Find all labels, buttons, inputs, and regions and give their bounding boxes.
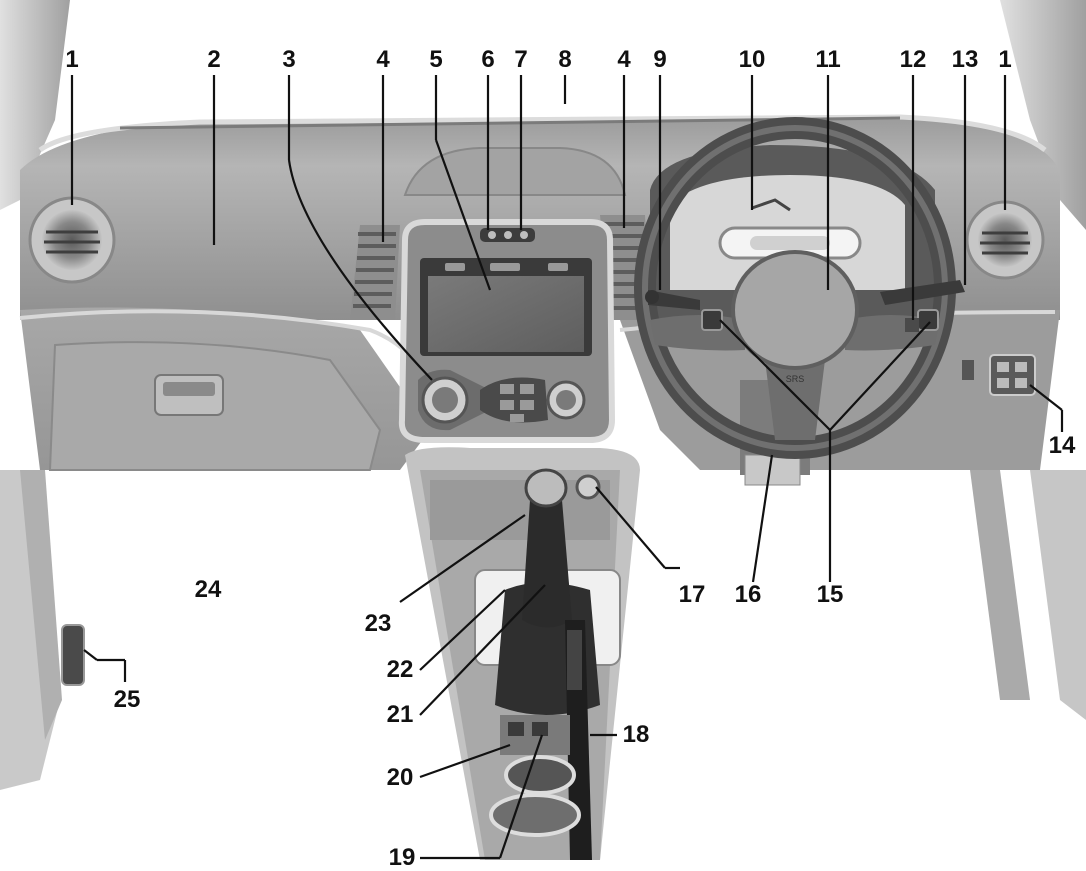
callout-3: 3 (282, 46, 296, 73)
callout-15: 15 (816, 581, 844, 608)
air-vent-icon (965, 200, 1045, 280)
climate-controls (418, 369, 586, 431)
right-a-pillar (1000, 0, 1086, 230)
callout-11: 11 (815, 46, 841, 73)
callout-6: 6 (481, 46, 495, 73)
gear-lever-icon (522, 468, 572, 628)
callout-14: 14 (1048, 432, 1076, 459)
left-a-pillar (0, 0, 70, 210)
console-button-17 (575, 474, 601, 500)
cupholder-front (504, 755, 576, 795)
bonnet-release (61, 624, 85, 686)
right-stalk (880, 280, 965, 305)
callout-23: 23 (364, 610, 392, 637)
air-vent-icon (28, 196, 116, 284)
callout-8: 8 (558, 46, 572, 73)
right-door-pillar (960, 470, 1086, 720)
callout-10: 10 (738, 46, 766, 73)
callout-4-right: 4 (617, 46, 631, 73)
callout-19: 19 (388, 844, 416, 871)
callout-12: 12 (899, 46, 927, 73)
callout-22: 22 (386, 656, 414, 683)
callout-20: 20 (386, 764, 414, 791)
screen-icon (420, 258, 592, 356)
callout-25: 25 (113, 686, 141, 713)
center-vent-left (350, 225, 400, 320)
callout-24: 24 (194, 576, 222, 603)
callout-18: 18 (622, 721, 650, 748)
left-stalk (648, 290, 700, 310)
instrument-cluster (650, 145, 935, 320)
callout-21: 21 (386, 701, 414, 728)
mirror-switch (989, 354, 1036, 396)
handbrake-icon (565, 620, 592, 860)
callout-9: 9 (653, 46, 667, 73)
leader-lines (70, 75, 1064, 860)
cupholder-rear (489, 793, 581, 837)
callout-17: 17 (678, 581, 706, 608)
ignition-button (905, 318, 919, 332)
callout-1-right: 1 (998, 46, 1012, 73)
callout-4-left: 4 (376, 46, 390, 73)
callout-13: 13 (951, 46, 979, 73)
srs-badge: SRS (786, 374, 805, 384)
callout-1-left: 1 (65, 46, 79, 73)
callout-7: 7 (514, 46, 528, 73)
callout-5: 5 (429, 46, 443, 73)
callout-16: 16 (734, 581, 762, 608)
callout-2: 2 (207, 46, 221, 73)
